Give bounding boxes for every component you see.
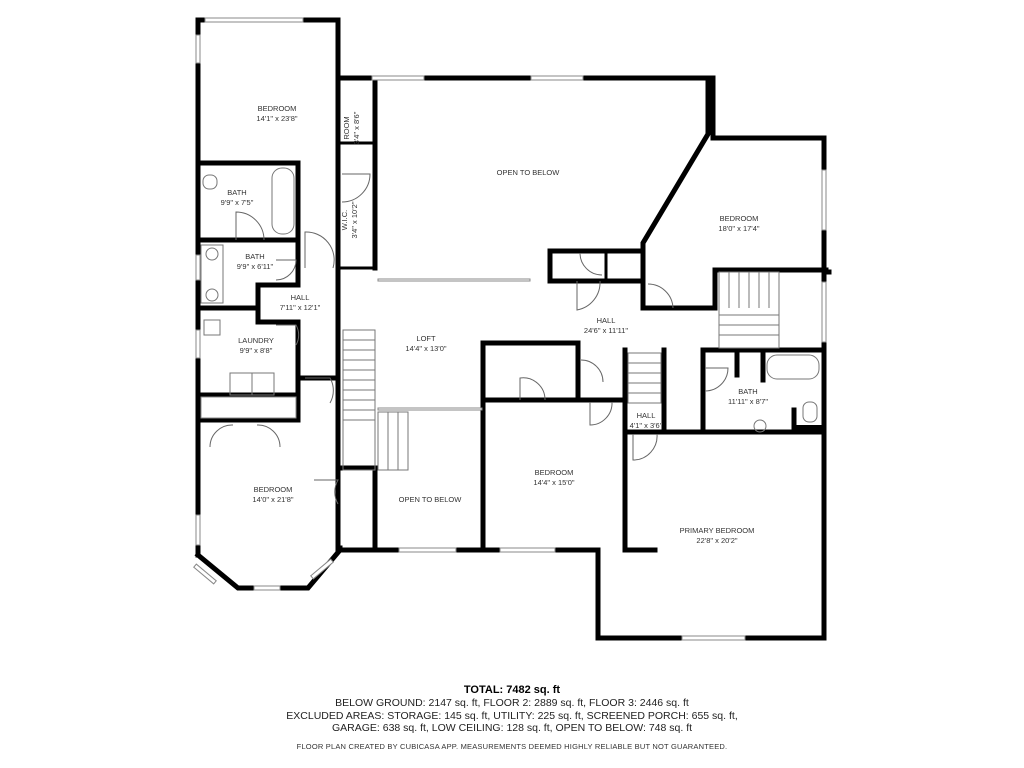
room-label-wic: W.I.C. 3'4" x 10'2" (340, 202, 360, 239)
stairs (342, 271, 780, 471)
room-dimensions: 22'8" x 20'2" (696, 536, 738, 545)
room-label-hall-small: HALL 4'1" x 3'6" (630, 411, 663, 431)
room-label-open-to-below-south: OPEN TO BELOW (399, 495, 462, 505)
room-name: HALL (636, 411, 656, 420)
room-name: BATH (738, 387, 758, 396)
room-dimensions: 14'1" x 23'8" (256, 114, 298, 123)
room-label-bedroom-center: BEDROOM 14'4" x 15'0" (533, 468, 574, 488)
room-label-primary-bedroom: PRIMARY BEDROOM 22'8" x 20'2" (680, 526, 755, 546)
room-name: PRIMARY BEDROOM (679, 526, 755, 535)
room-name: BEDROOM (534, 468, 574, 477)
windows (193, 17, 827, 641)
area-summary: TOTAL: 7482 sq. ft BELOW GROUND: 2147 sq… (0, 684, 1024, 751)
floor-areas: BELOW GROUND: 2147 sq. ft, FLOOR 2: 2889… (335, 697, 689, 709)
room-label-hall-west: HALL 7'11" x 12'1" (280, 293, 321, 313)
room-name: LOFT (416, 334, 436, 343)
floor-plan-drawing (193, 17, 832, 641)
room-dimensions: 11'11" x 8'7" (727, 397, 769, 406)
room-label-open-to-below-north: OPEN TO BELOW (497, 168, 560, 178)
room-name: OPEN TO BELOW (398, 495, 462, 504)
room-name: BEDROOM (719, 214, 759, 223)
room-name: BATH (245, 252, 265, 261)
room-label-bedroom-nw: BEDROOM 14'1" x 23'8" (256, 104, 297, 124)
room-name: OPEN TO BELOW (496, 168, 560, 177)
excluded-areas-cont: GARAGE: 638 sq. ft, LOW CEILING: 128 sq.… (331, 722, 693, 734)
room-label-bath-3: BATH 11'11" x 8'7" (728, 387, 768, 407)
excluded-areas: EXCLUDED AREAS: STORAGE: 145 sq. ft, UTI… (286, 709, 738, 722)
room-dimensions: 24'6" x 11'11" (583, 326, 629, 335)
room-label-laundry: LAUNDRY 9'9" x 8'8" (238, 336, 274, 356)
fixtures (200, 167, 820, 433)
room-dimensions: 4'1" x 3'6" (629, 421, 663, 430)
room-name: HALL (596, 316, 616, 325)
room-name: BATH (227, 188, 247, 197)
room-label-bedroom-ne: BEDROOM 18'0" x 17'4" (718, 214, 759, 234)
room-dimensions: 9'9" x 8'8" (239, 346, 273, 355)
room-dimensions: 14'0" x 21'8" (252, 495, 294, 504)
room-dimensions: 7'11" x 12'1" (279, 303, 321, 312)
room-dimensions: 9'9" x 6'11" (236, 262, 274, 271)
total-area: TOTAL: 7482 sq. ft (463, 684, 561, 696)
room-name: W.I.C. (340, 209, 349, 231)
room-label-hall-central: HALL 24'6" x 11'11" (584, 316, 628, 336)
room-label-bath-2: BATH 9'9" x 6'11" (237, 252, 273, 272)
doors (209, 173, 729, 505)
room-dimensions: 3'4" x 10'2" (350, 201, 359, 239)
room-label-bath-1: BATH 9'9" x 7'5" (221, 188, 254, 208)
room-dimensions: 14'4" x 13'0" (405, 344, 447, 353)
room-dimensions: 9'9" x 7'5" (220, 198, 254, 207)
room-name: HALL (290, 293, 310, 302)
disclaimer: FLOOR PLAN CREATED BY CUBICASA APP. MEAS… (296, 741, 728, 751)
room-name: BEDROOM (257, 104, 297, 113)
room-name: LAUNDRY (238, 336, 274, 345)
room-dimensions: 14'4" x 15'0" (533, 478, 575, 487)
room-name: ROOM (342, 116, 351, 140)
room-label-loft: LOFT 14'4" x 13'0" (405, 334, 446, 354)
room-dimensions: 18'0" x 17'4" (718, 224, 760, 233)
room-name: BEDROOM (253, 485, 293, 494)
room-dimensions: 3'4" x 8'6" (352, 111, 361, 145)
room-label-bedroom-sw: BEDROOM 14'0" x 21'8" (252, 485, 293, 505)
room-label-room: ROOM 3'4" x 8'6" (342, 112, 362, 145)
